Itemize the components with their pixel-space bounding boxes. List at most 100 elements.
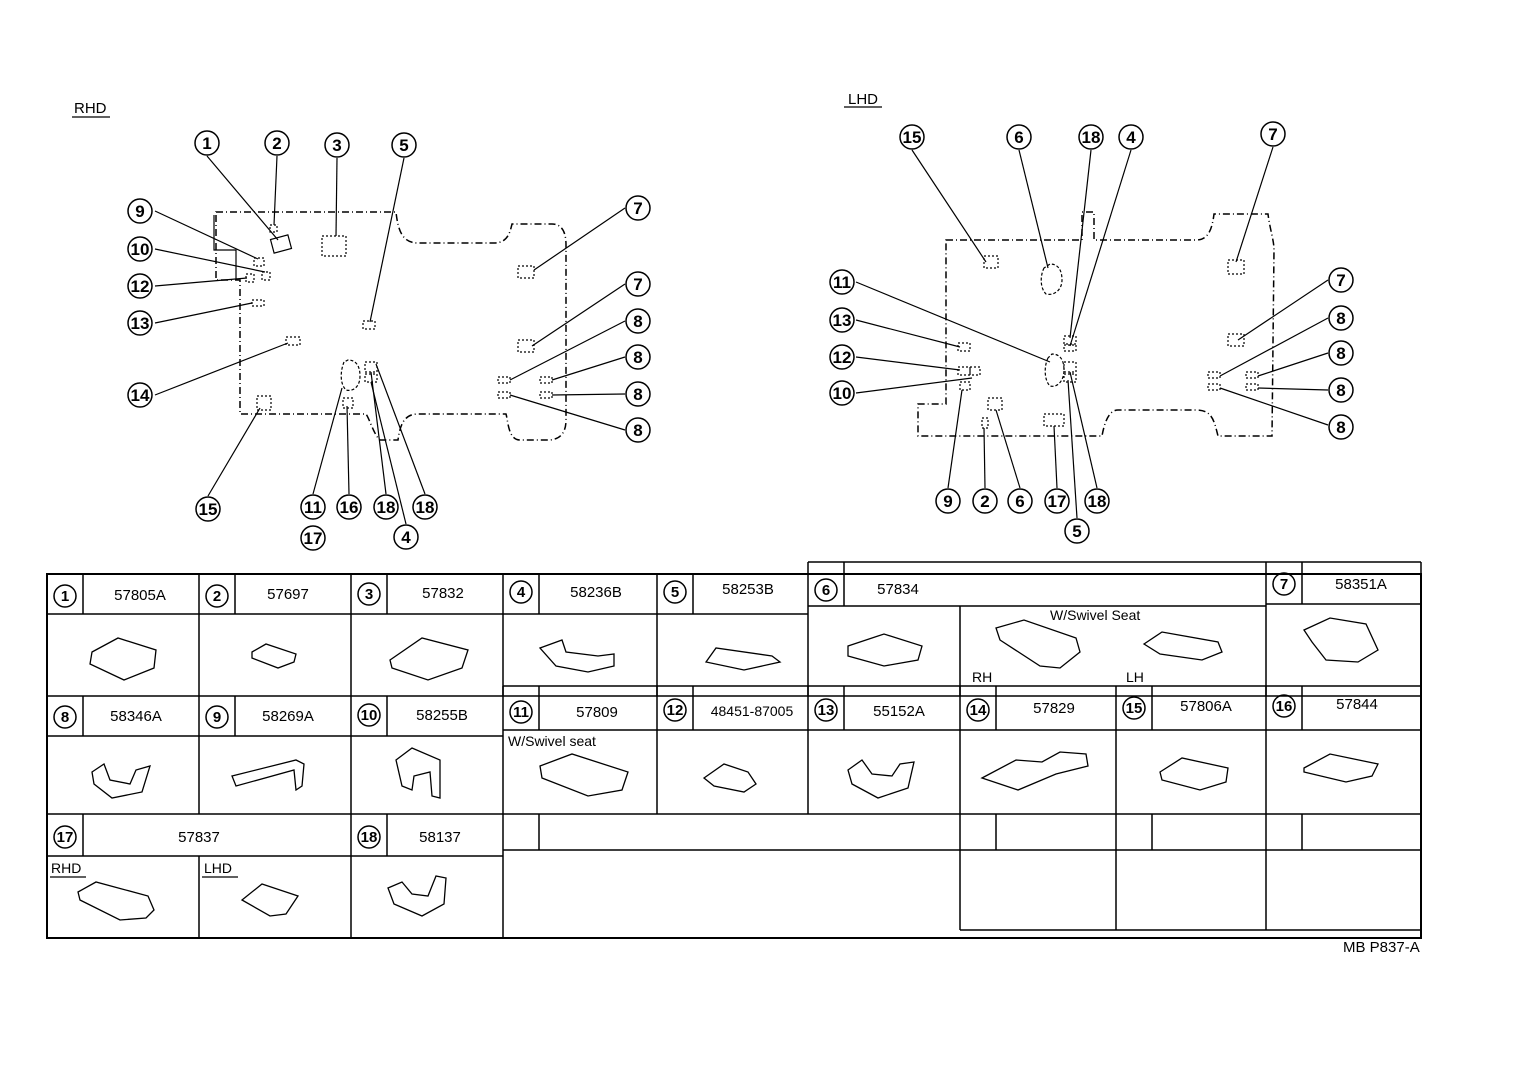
svg-text:58253B: 58253B xyxy=(722,581,774,598)
parts-table xyxy=(46,561,1422,939)
svg-text:13: 13 xyxy=(131,314,150,333)
svg-text:14: 14 xyxy=(970,702,987,719)
note-swivel-seat-6: W/Swivel Seat xyxy=(1050,607,1140,623)
svg-text:11: 11 xyxy=(304,498,322,517)
svg-text:13: 13 xyxy=(818,702,835,719)
svg-text:58137: 58137 xyxy=(419,829,461,846)
svg-text:17: 17 xyxy=(57,829,74,846)
rhd-label: RHD xyxy=(74,100,107,117)
svg-text:12: 12 xyxy=(131,277,150,296)
lhd-label: LHD xyxy=(848,91,878,108)
svg-text:58255B: 58255B xyxy=(416,707,468,724)
note-lhd-17: LHD xyxy=(204,860,232,876)
svg-text:57805A: 57805A xyxy=(114,587,166,604)
svg-text:58236B: 58236B xyxy=(570,584,622,601)
svg-text:8: 8 xyxy=(1336,344,1345,363)
note-rhd-17: RHD xyxy=(51,860,81,876)
svg-text:17: 17 xyxy=(304,529,323,548)
svg-text:5: 5 xyxy=(671,584,679,601)
svg-text:4: 4 xyxy=(401,528,411,547)
svg-text:16: 16 xyxy=(340,498,359,517)
svg-text:18: 18 xyxy=(361,829,378,846)
svg-text:12: 12 xyxy=(667,702,684,719)
lhd-leaders xyxy=(855,146,1329,519)
svg-text:58269A: 58269A xyxy=(262,708,314,725)
rhd-leaders xyxy=(154,155,626,525)
svg-text:57832: 57832 xyxy=(422,585,464,602)
svg-text:58351A: 58351A xyxy=(1335,576,1387,593)
svg-text:4: 4 xyxy=(1126,128,1136,147)
svg-text:10: 10 xyxy=(131,240,150,259)
lhd-floor-outline xyxy=(917,211,1275,437)
svg-text:18: 18 xyxy=(416,498,435,517)
svg-text:57809: 57809 xyxy=(576,704,618,721)
svg-text:48451-87005: 48451-87005 xyxy=(711,703,794,719)
svg-text:3: 3 xyxy=(332,136,341,155)
svg-text:6: 6 xyxy=(822,582,830,599)
svg-text:11: 11 xyxy=(833,273,851,292)
svg-text:1: 1 xyxy=(61,588,69,605)
note-swivel-seat-11: W/Swivel seat xyxy=(508,733,596,749)
lhd-callout-numbers: 15 6 18 4 7 11 13 12 10 7 8 8 8 8 9 2 6 … xyxy=(833,125,1346,541)
rhd-floor-outline xyxy=(213,211,567,441)
svg-text:4: 4 xyxy=(517,584,526,601)
svg-text:57829: 57829 xyxy=(1033,700,1075,717)
rhd-callout-circles xyxy=(127,130,651,551)
table-number-circles xyxy=(53,572,1296,849)
part-numbers: 57805A 57697 57832 58236B 58253B 57834 5… xyxy=(110,576,1387,846)
svg-text:9: 9 xyxy=(213,709,221,726)
svg-text:15: 15 xyxy=(199,500,218,519)
svg-text:15: 15 xyxy=(903,128,922,147)
lhd-callout-circles xyxy=(829,121,1354,544)
svg-text:7: 7 xyxy=(1268,125,1277,144)
svg-text:7: 7 xyxy=(633,199,642,218)
svg-text:9: 9 xyxy=(943,492,952,511)
svg-text:18: 18 xyxy=(377,498,396,517)
svg-text:8: 8 xyxy=(61,709,69,726)
note-rh: RH xyxy=(972,669,992,685)
svg-text:15: 15 xyxy=(1126,700,1143,717)
svg-text:2: 2 xyxy=(272,134,281,153)
svg-text:10: 10 xyxy=(833,384,852,403)
svg-text:57844: 57844 xyxy=(1336,696,1378,713)
diagram-code: MB P837-A xyxy=(1343,939,1420,956)
svg-text:57834: 57834 xyxy=(877,581,919,598)
table-numbers: 1 2 3 4 5 6 7 8 9 10 11 12 13 14 15 16 1… xyxy=(57,576,1293,846)
svg-text:17: 17 xyxy=(1048,492,1067,511)
svg-text:14: 14 xyxy=(131,386,150,405)
svg-text:8: 8 xyxy=(1336,418,1345,437)
svg-text:10: 10 xyxy=(361,707,378,724)
svg-text:8: 8 xyxy=(633,312,642,331)
svg-text:18: 18 xyxy=(1088,492,1107,511)
svg-text:57697: 57697 xyxy=(267,586,309,603)
svg-text:8: 8 xyxy=(1336,309,1345,328)
svg-text:57837: 57837 xyxy=(178,829,220,846)
note-lh: LH xyxy=(1126,669,1144,685)
svg-text:7: 7 xyxy=(633,275,642,294)
svg-text:8: 8 xyxy=(633,421,642,440)
svg-text:18: 18 xyxy=(1082,128,1101,147)
svg-text:55152A: 55152A xyxy=(873,703,925,720)
svg-text:8: 8 xyxy=(633,385,642,404)
svg-text:16: 16 xyxy=(1276,698,1293,715)
svg-text:11: 11 xyxy=(513,704,529,721)
svg-text:8: 8 xyxy=(1336,381,1345,400)
svg-text:1: 1 xyxy=(202,134,211,153)
svg-text:12: 12 xyxy=(833,348,852,367)
svg-text:6: 6 xyxy=(1015,492,1024,511)
svg-text:13: 13 xyxy=(833,311,852,330)
svg-text:3: 3 xyxy=(365,586,373,603)
svg-text:5: 5 xyxy=(399,136,408,155)
svg-text:7: 7 xyxy=(1336,271,1345,290)
svg-text:2: 2 xyxy=(980,492,989,511)
rhd-callout-numbers: 1 2 3 5 9 10 12 13 14 7 7 8 8 8 8 15 11 … xyxy=(131,134,643,548)
part-sketches xyxy=(77,617,1379,921)
svg-text:9: 9 xyxy=(135,202,144,221)
svg-text:6: 6 xyxy=(1014,128,1023,147)
svg-text:8: 8 xyxy=(633,348,642,367)
svg-text:57806A: 57806A xyxy=(1180,698,1232,715)
svg-text:58346A: 58346A xyxy=(110,708,162,725)
svg-text:5: 5 xyxy=(1072,522,1081,541)
svg-text:2: 2 xyxy=(213,588,221,605)
